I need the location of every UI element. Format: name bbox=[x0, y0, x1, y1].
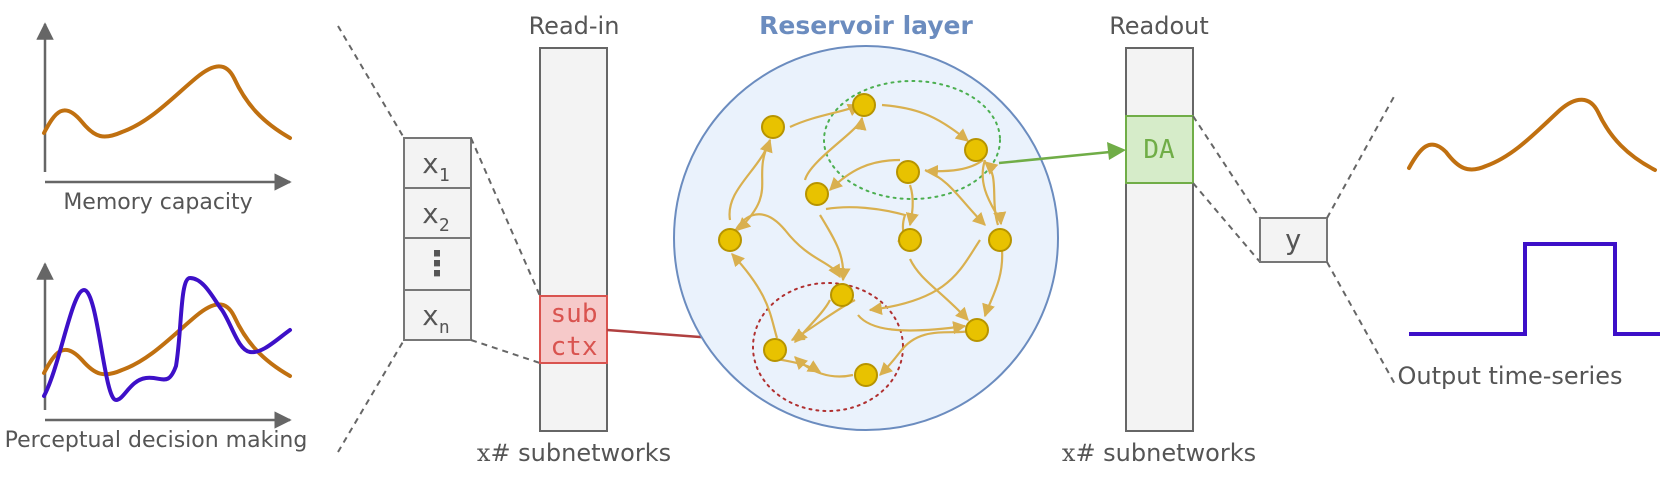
memory-capacity-label: Memory capacity bbox=[63, 190, 252, 215]
readout-subnetwork-ellipse bbox=[823, 80, 1001, 200]
edge bbox=[984, 161, 1000, 226]
output-series-label: Output time-series bbox=[1398, 362, 1623, 390]
edge bbox=[819, 214, 851, 282]
reservoir-node bbox=[896, 160, 920, 184]
edge bbox=[982, 249, 1004, 318]
readin-bar bbox=[539, 47, 608, 432]
readin-subctx-block bbox=[539, 295, 608, 364]
reservoir-node bbox=[763, 338, 787, 362]
input-vector: x1 x2 ⋮ xn bbox=[403, 137, 472, 341]
reservoir-edges bbox=[728, 103, 1007, 378]
da-arrow bbox=[998, 150, 1111, 165]
reservoir-node bbox=[805, 182, 829, 206]
zoom-line-left-bottom bbox=[337, 339, 405, 453]
output-y-box bbox=[1259, 217, 1328, 263]
edge bbox=[924, 168, 986, 226]
output-purple-step bbox=[1409, 242, 1660, 336]
edge bbox=[868, 239, 981, 316]
edge bbox=[981, 159, 1007, 226]
edge bbox=[857, 314, 967, 335]
readin-layer: Read-in sub ctx x# subnetworks bbox=[477, 12, 671, 467]
output-y-label: y bbox=[1285, 223, 1302, 256]
reservoir-node bbox=[852, 93, 876, 117]
edge bbox=[881, 103, 970, 142]
edge bbox=[905, 184, 919, 227]
reservoir-title: Reservoir layer bbox=[759, 11, 973, 40]
perceptual-decision-label: Perceptual decision making bbox=[5, 428, 308, 453]
edge bbox=[829, 158, 901, 191]
edge bbox=[909, 258, 969, 321]
input-cell-dots bbox=[403, 237, 472, 291]
reservoir-nodes bbox=[718, 93, 1012, 387]
readout-to-y-line-top bbox=[1192, 115, 1261, 219]
perceptual-decision-plot: Perceptual decision making bbox=[5, 262, 308, 453]
input-x1-text: x1 bbox=[422, 147, 450, 186]
edge bbox=[924, 159, 984, 179]
input-cell-x1 bbox=[403, 137, 472, 189]
reservoir-node bbox=[965, 318, 989, 342]
readout-bar bbox=[1125, 47, 1194, 432]
readin-sub-label: sub bbox=[551, 299, 598, 329]
input-x2-text: x2 bbox=[422, 197, 450, 236]
readout-count-label: x# subnetworks bbox=[1062, 439, 1256, 467]
edge bbox=[879, 329, 971, 376]
decision-orange-curve bbox=[42, 302, 292, 378]
readout-da-block bbox=[1125, 115, 1194, 184]
edge bbox=[731, 253, 779, 339]
decision-purple-curve bbox=[42, 275, 292, 403]
input-dots: ⋮ bbox=[420, 244, 454, 284]
reservoir-node bbox=[854, 363, 878, 387]
edge bbox=[794, 356, 854, 378]
edge bbox=[803, 116, 867, 181]
readin-ctx-label: ctx bbox=[551, 332, 598, 362]
reservoir-node bbox=[830, 283, 854, 307]
readout-title: Readout bbox=[1109, 12, 1209, 40]
readout-da-label: DA bbox=[1143, 135, 1175, 165]
reservoir-node bbox=[898, 228, 922, 252]
readout-layer: Readout DA x# subnetworks bbox=[1062, 12, 1256, 467]
input-to-readin-line-top bbox=[470, 137, 541, 297]
input-to-readin-line-bottom bbox=[470, 339, 541, 364]
input-cell-xn bbox=[403, 289, 472, 341]
readin-count-label: x# subnetworks bbox=[477, 439, 671, 467]
reservoir-node bbox=[761, 115, 785, 139]
readin-title: Read-in bbox=[529, 12, 620, 40]
memory-capacity-plot: Memory capacity bbox=[36, 22, 292, 215]
edge bbox=[728, 138, 773, 221]
reservoir-node bbox=[988, 228, 1012, 252]
readout-to-y-line-bottom bbox=[1192, 182, 1261, 263]
output-zoom-line-bottom bbox=[1326, 261, 1397, 387]
zoom-line-left-top bbox=[337, 25, 405, 139]
memory-capacity-curve bbox=[42, 64, 292, 140]
reservoir-node bbox=[964, 138, 988, 162]
output-zoom-line-top bbox=[1326, 92, 1397, 219]
output-time-series: Output time-series bbox=[1398, 97, 1660, 390]
da-arrow-head bbox=[1107, 142, 1126, 160]
output-y: y bbox=[1259, 217, 1328, 263]
output-orange-curve bbox=[1407, 97, 1657, 172]
reservoir-node bbox=[718, 228, 742, 252]
reservoir-layer: Reservoir layer bbox=[673, 11, 1059, 431]
input-xn-text: xn bbox=[422, 299, 450, 338]
